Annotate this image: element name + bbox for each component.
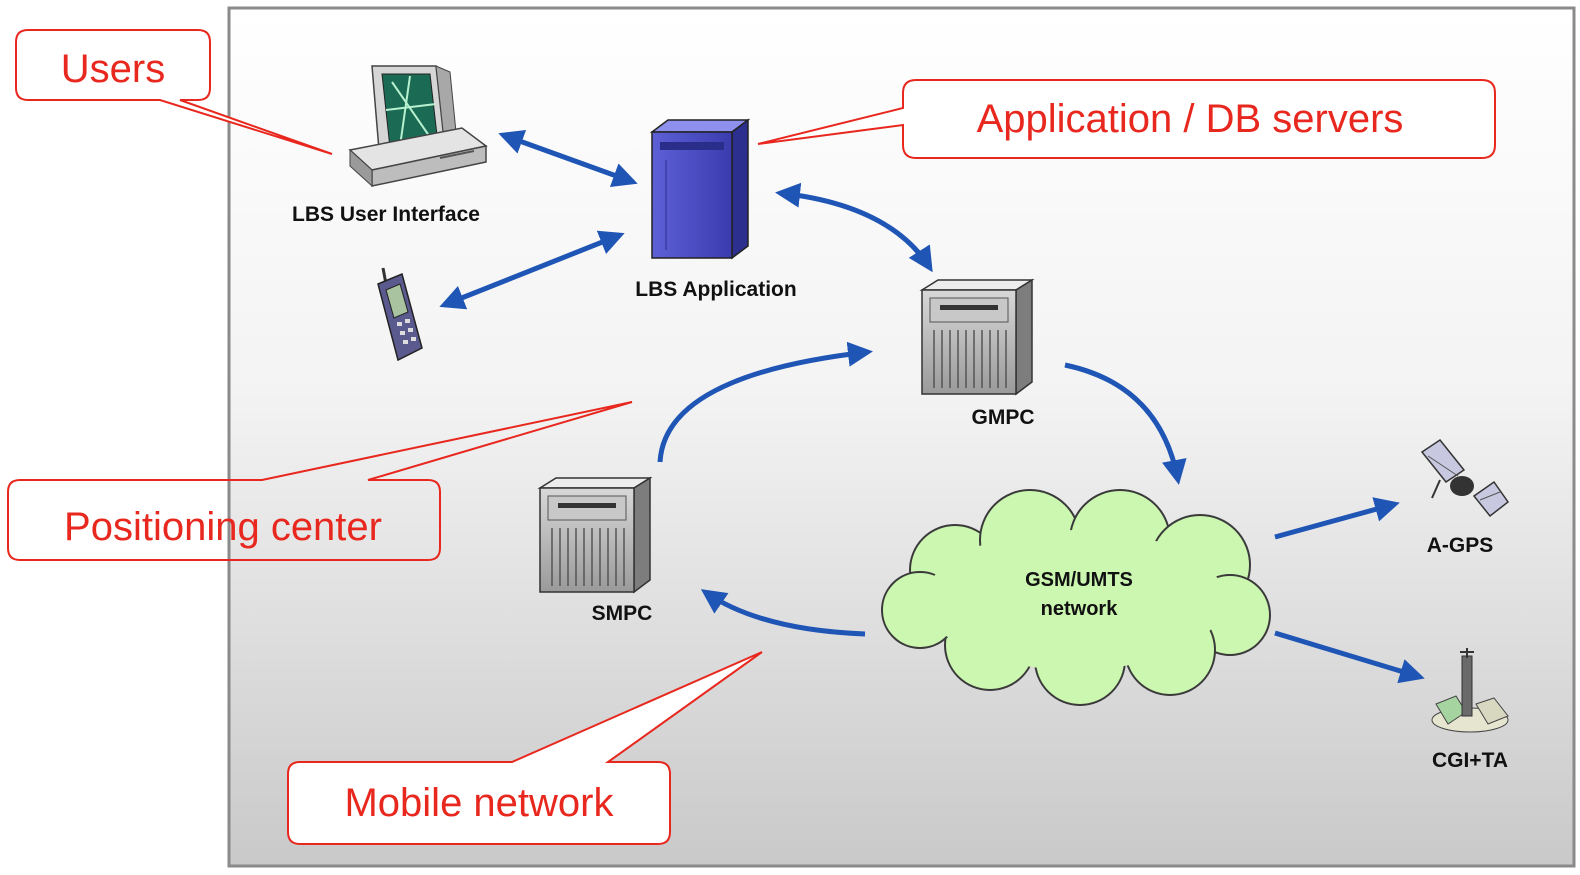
desktop-computer-icon [348, 65, 488, 188]
antenna-tower-icon [1431, 648, 1509, 733]
callout-positioning: Positioning center [7, 401, 633, 561]
arrow-application-gmpc [775, 182, 933, 273]
arrow-network-agps [1274, 497, 1400, 540]
cgi-ta-label: CGI+TA [1432, 749, 1508, 772]
callout-users: Users [15, 29, 333, 155]
connection-arrows [439, 130, 1425, 684]
network-label-line2: network [1041, 598, 1119, 620]
satellite-icon [1420, 438, 1510, 518]
callout-servers: Application / DB servers [757, 79, 1496, 159]
callout-mobile: Mobile network [287, 651, 763, 845]
smpc-label: SMPC [592, 602, 653, 625]
arrow-phone-application [439, 230, 625, 310]
lbs-application-label: LBS Application [635, 278, 796, 301]
arrow-network-smpc [700, 589, 866, 637]
gmpc-label: GMPC [972, 406, 1035, 429]
server-tower-icon [649, 118, 751, 260]
smpc-server-icon [537, 476, 653, 594]
arrow-gmpc-network [1064, 362, 1187, 485]
arrow-network-cgita [1274, 630, 1425, 684]
callout-servers-text: Application / DB servers [977, 97, 1404, 141]
gmpc-server-icon [919, 278, 1035, 396]
lbs-user-interface-label: LBS User Interface [292, 203, 480, 226]
callout-users-text: Users [61, 47, 165, 91]
callout-positioning-text: Positioning center [64, 505, 382, 549]
callout-mobile-text: Mobile network [344, 781, 614, 825]
network-label-line1: GSM/UMTS [1025, 569, 1133, 591]
cloud-icon [881, 489, 1271, 706]
agps-label: A-GPS [1427, 534, 1494, 557]
arrow-smpc-gmpc [657, 341, 873, 463]
arrow-ui-application [498, 130, 638, 187]
mobile-phone-icon [377, 267, 423, 362]
